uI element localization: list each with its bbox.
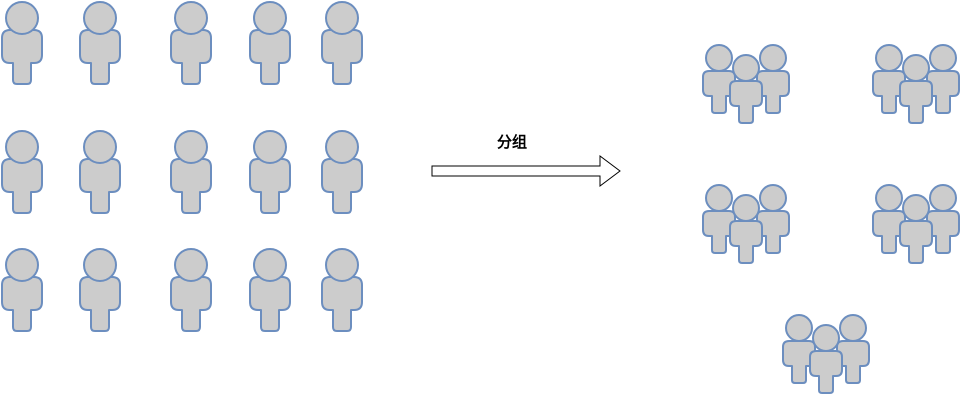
person-icon <box>79 130 121 214</box>
person-icon <box>170 248 212 332</box>
person-icon <box>321 248 363 332</box>
person-icon <box>170 130 212 214</box>
person-icon <box>79 248 121 332</box>
person-icon <box>321 130 363 214</box>
group-of-people-icon <box>872 44 960 124</box>
group-of-people-icon <box>702 44 790 124</box>
individuals-grid <box>1 1 363 332</box>
group-of-people-icon <box>702 184 790 264</box>
person-icon <box>249 1 291 85</box>
person-icon <box>79 1 121 85</box>
person-icon <box>170 1 212 85</box>
group-of-people-icon <box>872 184 960 264</box>
grouping-arrow <box>431 155 621 187</box>
person-icon <box>249 248 291 332</box>
group-of-people-icon <box>782 314 870 394</box>
person-icon <box>1 1 43 85</box>
groups-area <box>702 44 960 394</box>
person-icon <box>249 130 291 214</box>
person-icon <box>321 1 363 85</box>
arrow-label: 分组 <box>496 133 527 151</box>
person-icon <box>1 130 43 214</box>
person-icon <box>1 248 43 332</box>
